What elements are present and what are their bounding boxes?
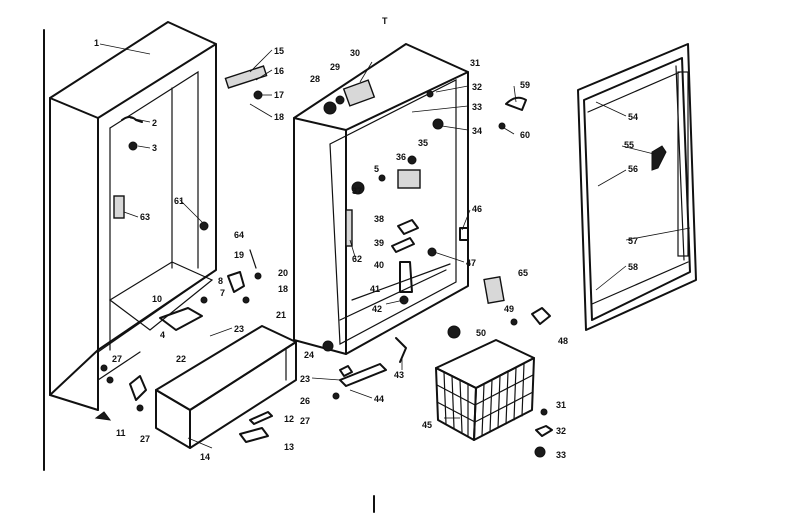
label-54: 54	[628, 112, 638, 122]
label-32b: 32	[556, 426, 566, 436]
door-gasket-frame	[577, 43, 697, 331]
label-35: 35	[418, 138, 428, 148]
label-42: 42	[372, 304, 382, 314]
label-23a: 23	[234, 324, 244, 334]
label-1: 1	[94, 38, 99, 48]
label-59: 59	[520, 80, 530, 90]
label-26: 26	[300, 396, 310, 406]
label-27a: 27	[112, 354, 122, 364]
label-38: 38	[374, 214, 384, 224]
label-3: 3	[152, 143, 157, 153]
label-29: 29	[330, 62, 340, 72]
part-17-screw	[253, 90, 263, 100]
drain-tube-parts	[322, 337, 407, 400]
part-48-bracket	[531, 307, 551, 325]
hinge-parts-bottom-left	[94, 364, 147, 421]
label-36: 36	[396, 152, 406, 162]
label-13: 13	[284, 442, 294, 452]
part-61-grommet	[199, 221, 209, 231]
label-27b: 27	[140, 434, 150, 444]
label-T: T	[382, 16, 388, 26]
label-45: 45	[422, 420, 432, 430]
label-64: 64	[234, 230, 244, 240]
part-3-screw	[128, 141, 138, 151]
part-52-spacer	[535, 425, 553, 437]
label-50: 50	[476, 328, 486, 338]
label-65: 65	[518, 268, 528, 278]
thermostat-parts	[323, 79, 469, 305]
label-27c: 27	[300, 416, 310, 426]
part-65-cover	[483, 275, 505, 305]
part-49-screw	[510, 318, 518, 326]
label-22: 22	[176, 354, 186, 364]
part-51-bolt	[540, 408, 548, 416]
label-12: 12	[284, 414, 294, 424]
label-55: 55	[624, 140, 634, 150]
callout-labels: 1 2 3 63 61 15 16 17 18 64 19 20 18 21 7…	[94, 16, 638, 462]
part-14-grille	[155, 325, 297, 449]
part-15-hinge	[224, 65, 268, 89]
label-18: 18	[274, 112, 284, 122]
leader-lines	[99, 43, 691, 449]
label-33b: 33	[556, 450, 566, 460]
label-49: 49	[504, 304, 514, 314]
label-14: 14	[200, 452, 210, 462]
label-19: 19	[234, 250, 244, 260]
label-56: 56	[628, 164, 638, 174]
part-53-nut	[534, 446, 546, 458]
label-7: 7	[220, 288, 225, 298]
label-44: 44	[374, 394, 384, 404]
label-16: 16	[274, 66, 284, 76]
part-60-screw	[498, 122, 506, 130]
part-59-clip	[505, 96, 527, 111]
part-63-latch	[113, 195, 125, 219]
label-62: 62	[352, 254, 362, 264]
label-63: 63	[140, 212, 150, 222]
label-46: 46	[472, 204, 482, 214]
label-15: 15	[274, 46, 284, 56]
label-43: 43	[394, 370, 404, 380]
label-39: 39	[374, 238, 384, 248]
wire-basket	[435, 339, 535, 441]
label-17: 17	[274, 90, 284, 100]
label-2: 2	[152, 118, 157, 128]
label-28: 28	[310, 74, 320, 84]
label-57: 57	[628, 236, 638, 246]
part-55-bracket	[651, 145, 667, 171]
label-40: 40	[374, 260, 384, 270]
label-5: 5	[374, 164, 379, 174]
cabinet-outer-shell	[49, 21, 217, 411]
label-4: 4	[160, 330, 165, 340]
inner-liner-frame	[293, 43, 469, 355]
label-60: 60	[520, 130, 530, 140]
part-2-bracket	[121, 116, 143, 123]
label-10: 10	[152, 294, 162, 304]
label-48: 48	[558, 336, 568, 346]
label-37: 37	[352, 186, 362, 196]
label-11: 11	[116, 428, 126, 438]
label-33: 33	[472, 102, 482, 112]
label-23b: 23	[300, 374, 310, 384]
label-31b: 31	[556, 400, 566, 410]
label-20: 20	[278, 268, 288, 278]
label-32: 32	[472, 82, 482, 92]
label-61: 61	[174, 196, 184, 206]
label-31: 31	[470, 58, 480, 68]
label-30: 30	[350, 48, 360, 58]
label-34: 34	[472, 126, 482, 136]
label-18b: 18	[278, 284, 288, 294]
label-24: 24	[304, 350, 314, 360]
part-50-washer	[447, 325, 461, 339]
label-8: 8	[218, 276, 223, 286]
label-58: 58	[628, 262, 638, 272]
part-12-13-brackets	[239, 411, 273, 443]
label-41: 41	[370, 284, 380, 294]
label-47: 47	[466, 258, 476, 268]
label-21: 21	[276, 310, 286, 320]
drain-assembly	[159, 249, 262, 331]
